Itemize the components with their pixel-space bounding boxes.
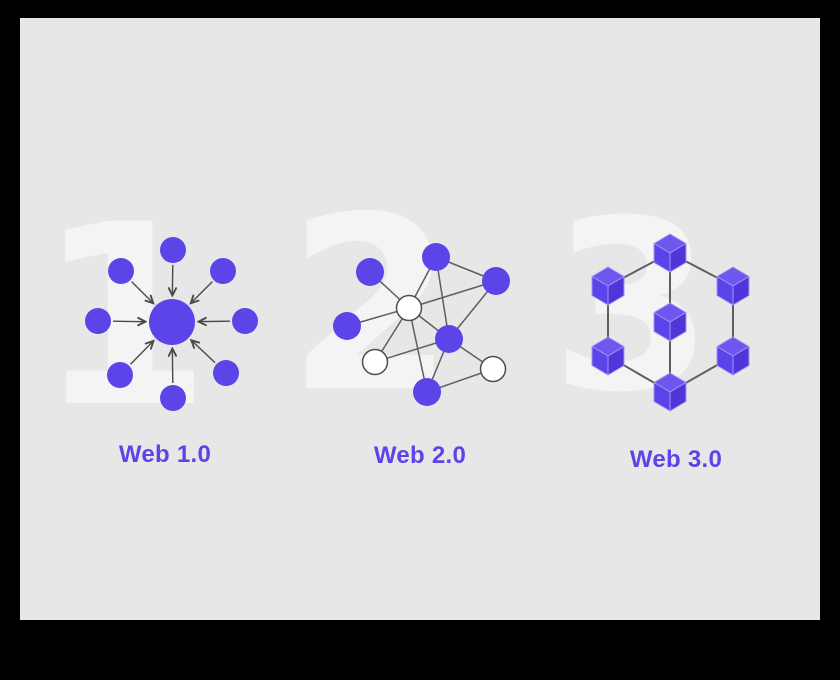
web2-node-purple: [482, 267, 510, 295]
label-web2: Web 2.0: [373, 442, 467, 470]
web3-cube-bottom-left: [591, 336, 625, 376]
web1-arrow: [191, 281, 213, 304]
web2-network: [333, 243, 510, 406]
web3-cube-center: [653, 302, 687, 342]
web3-cube-top-right: [716, 266, 750, 306]
web1-satellite-node: [210, 258, 236, 284]
web2-node-purple: [356, 258, 384, 286]
web1-arrow: [131, 281, 154, 304]
web1-arrow: [191, 340, 216, 364]
web1-satellite-node: [213, 360, 239, 386]
web2-edge: [408, 307, 428, 393]
cube-right-face: [607, 276, 625, 306]
web2-node-white: [361, 348, 389, 376]
web3-network: [591, 233, 750, 412]
cube-right-face: [732, 276, 750, 306]
label-web3: Web 3.0: [629, 446, 723, 474]
web2-edge: [408, 280, 497, 309]
web1-satellite-node: [85, 308, 111, 334]
web1-hub-node: [149, 299, 195, 345]
cube-right-face: [669, 243, 687, 273]
web2-node-purple: [413, 378, 441, 406]
label-web1: Web 1.0: [118, 441, 212, 469]
web1-satellite-node: [160, 237, 186, 263]
web2-node-purple: [435, 325, 463, 353]
cube-right-face: [669, 382, 687, 412]
web1-satellite-node: [107, 362, 133, 388]
cube-right-face: [607, 346, 625, 376]
web2-node-purple: [422, 243, 450, 271]
cube-right-face: [732, 346, 750, 376]
web1-satellite-node: [232, 308, 258, 334]
web1-arrow: [130, 341, 154, 365]
web3-cube-bottom-right: [716, 336, 750, 376]
watermark-digit-web3: 3: [550, 171, 714, 444]
web2-node-white: [395, 294, 423, 322]
web1-satellite-node: [160, 385, 186, 411]
web1-network: [85, 237, 258, 411]
web3-cube-top-left: [591, 266, 625, 306]
web2-node-white: [479, 355, 507, 383]
web3-cube-bottom: [653, 372, 687, 412]
cube-right-face: [669, 312, 687, 342]
web2-node-purple: [333, 312, 361, 340]
web1-satellite-node: [108, 258, 134, 284]
web3-cube-top: [653, 233, 687, 273]
